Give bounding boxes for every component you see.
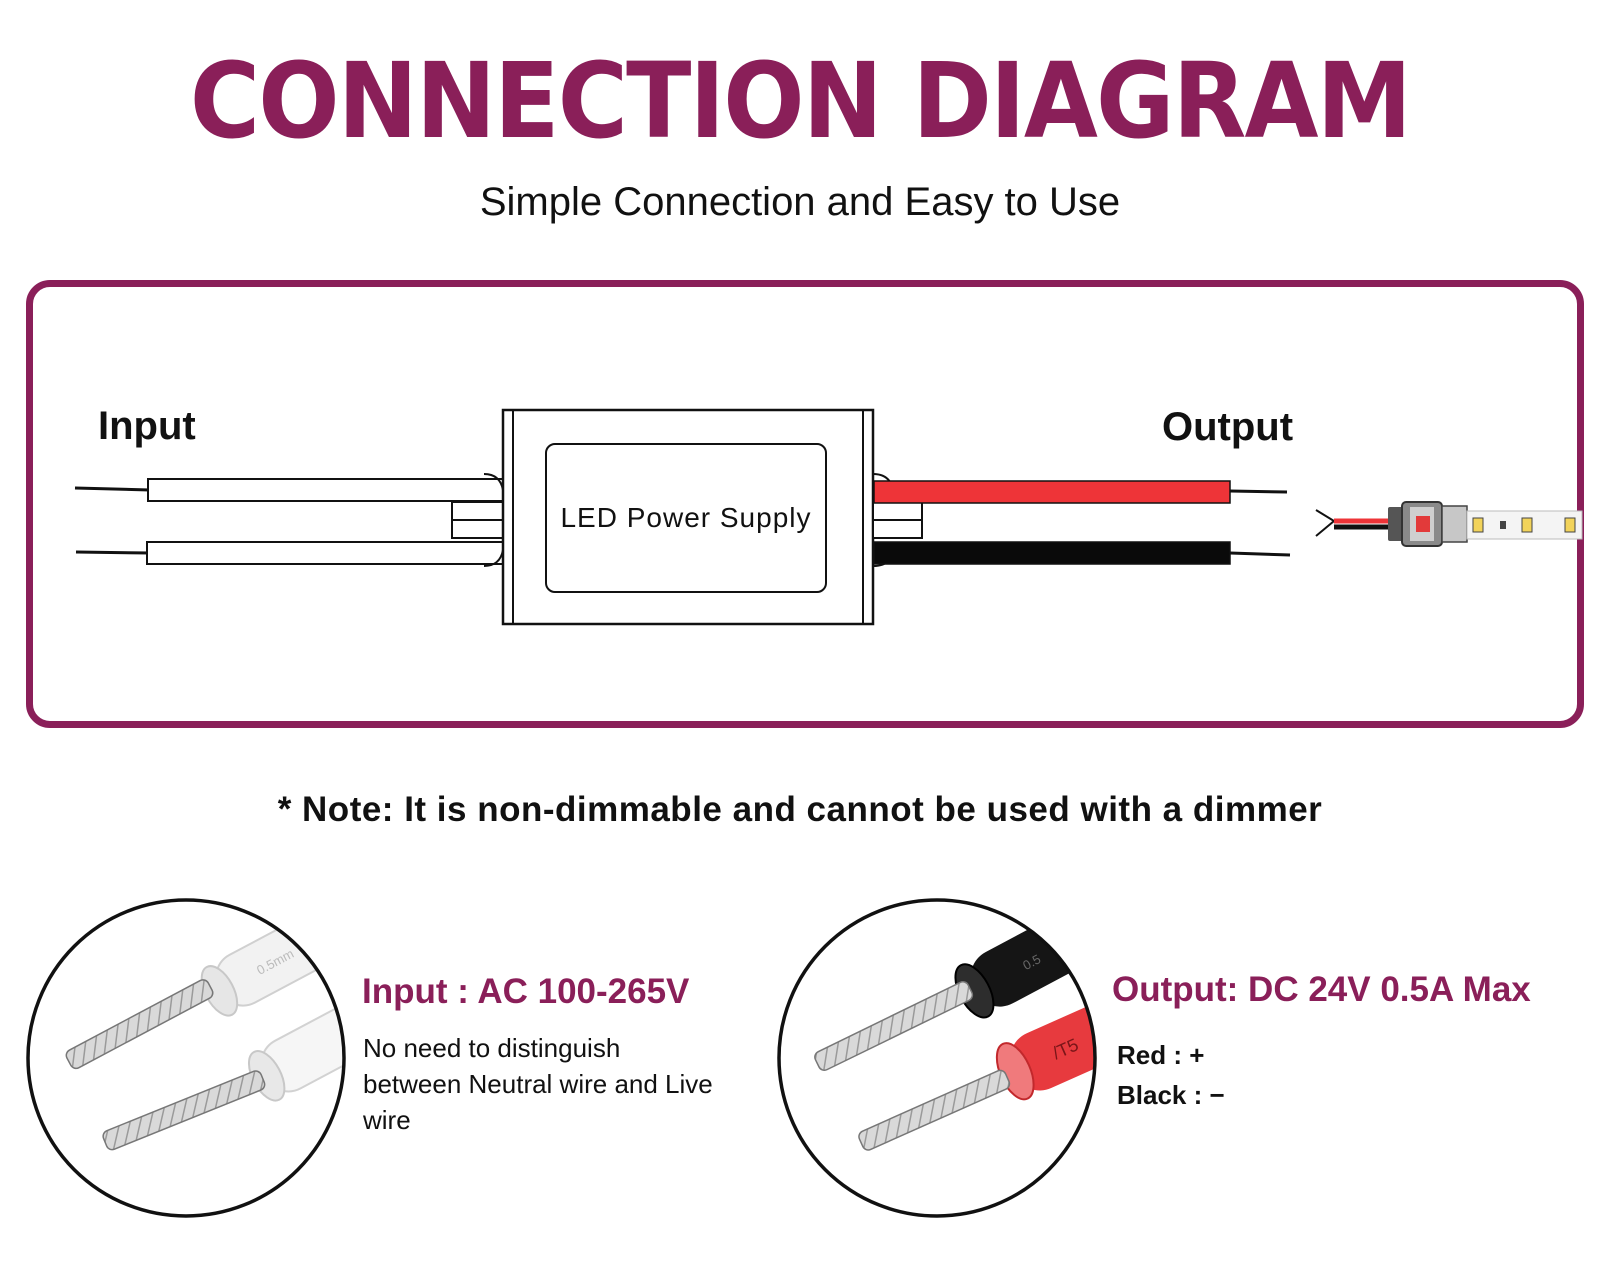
black-polarity-label: Black : −	[1117, 1080, 1225, 1110]
diagram-frame	[26, 280, 1584, 728]
svg-text:0.5: 0.5	[1020, 951, 1043, 973]
output-red-lead	[1229, 489, 1288, 494]
input-wires	[74, 473, 504, 567]
output-wire-black	[873, 541, 1231, 565]
page-title: CONNECTION DIAGRAM	[189, 40, 1412, 162]
red-polarity-label: Red : +	[1117, 1040, 1205, 1070]
input-wire-bottom-lead	[75, 550, 151, 555]
output-black-lead	[1229, 551, 1291, 557]
power-supply-box: LED Power Supply	[501, 408, 875, 626]
led-strip-connector	[1315, 501, 1583, 547]
input-wire-top-sleeve	[147, 478, 504, 502]
power-supply-label: LED Power Supply	[560, 502, 811, 533]
output-spec-heading: Output: DC 24V 0.5A Max	[1112, 970, 1531, 1009]
input-spec-description: No need to distinguish between Neutral w…	[363, 1033, 713, 1135]
output-wires	[872, 473, 1291, 567]
output-label: Output	[1162, 405, 1294, 449]
page-subtitle: Simple Connection and Easy to Use	[479, 180, 1121, 224]
non-dimmable-note: * Note: It is non-dimmable and cannot be…	[277, 790, 1323, 829]
input-wire-closeup: 0.5mm	[26, 898, 346, 1218]
output-wire-closeup: 0.5 /T5	[777, 898, 1097, 1218]
input-spec-heading: Input : AC 100-265V	[362, 972, 690, 1011]
input-wire-bottom-sleeve	[146, 541, 504, 565]
output-wire-red	[873, 480, 1231, 504]
input-wire-top-lead	[74, 486, 151, 492]
input-label: Input	[98, 404, 196, 448]
power-supply-label-plate	[545, 443, 827, 593]
